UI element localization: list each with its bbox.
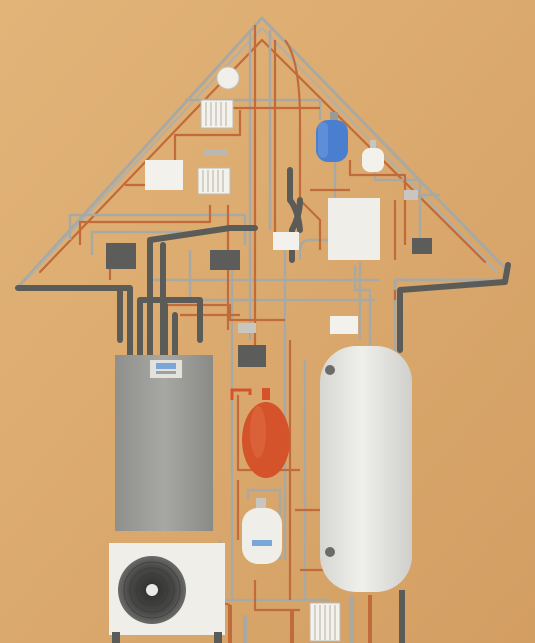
boiler-display-screen (156, 363, 176, 369)
heat-pump-outdoor-unit (109, 543, 225, 643)
radiator-bottom (310, 603, 340, 641)
control-box-dark (210, 250, 240, 270)
control-box-dark (238, 345, 266, 367)
boiler-body (115, 355, 213, 531)
control-box-dark (412, 238, 432, 254)
boiler-unit (115, 355, 213, 531)
cylinder-port (325, 365, 335, 375)
control-box-dark (106, 243, 136, 269)
control-panel-large (328, 198, 380, 260)
valve-small (204, 150, 228, 156)
radiator-mid (198, 168, 230, 194)
valve-small (238, 323, 256, 333)
hot-water-cylinder (320, 346, 412, 592)
controller-box-white (273, 232, 299, 250)
radiator-top (201, 100, 233, 128)
cylinder-port (325, 547, 335, 557)
valve-small (404, 190, 418, 200)
controller-box-white (330, 316, 358, 334)
pressure-gauge (217, 67, 239, 89)
controller-box-white (145, 160, 183, 190)
boiler-display-buttons (156, 371, 176, 374)
